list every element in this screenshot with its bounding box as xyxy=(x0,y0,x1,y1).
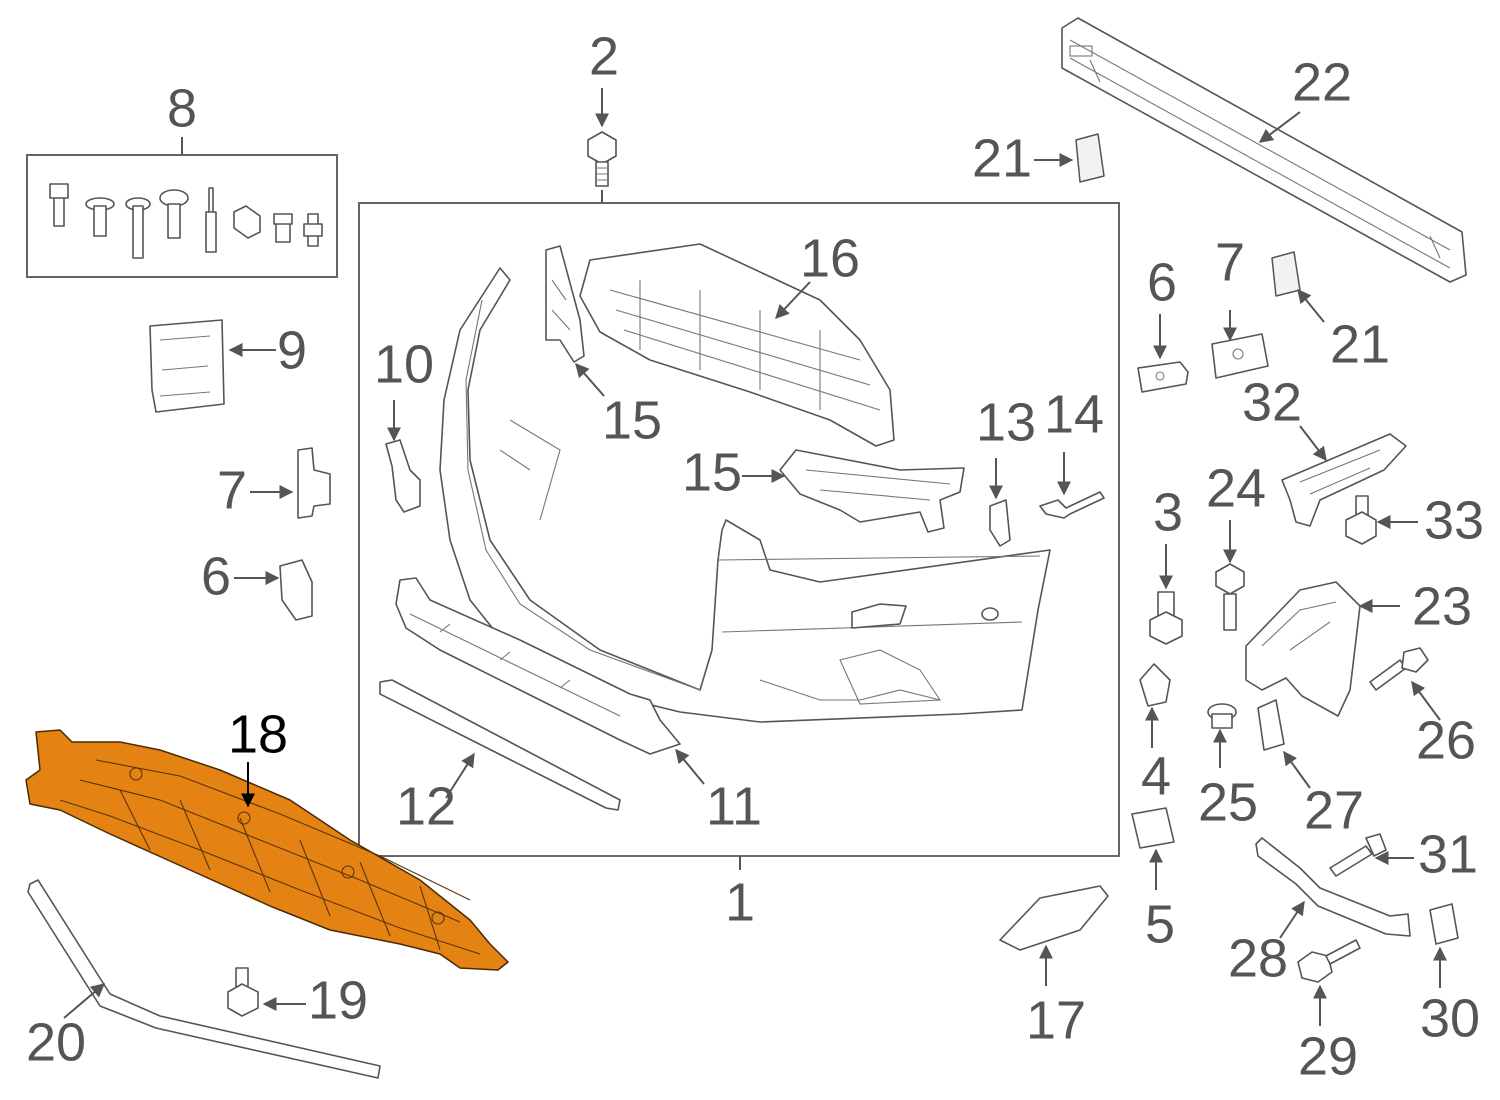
part-22-reinforcement-bar xyxy=(1061,17,1467,283)
part-4-clip xyxy=(1139,663,1171,707)
callout-16: 16 xyxy=(800,228,860,288)
part-2-bolt xyxy=(587,131,617,187)
part-28-strap xyxy=(1255,837,1411,937)
part-10-cover xyxy=(385,439,421,513)
callout-15-upper: 15 xyxy=(602,390,662,450)
part-18-splash-shield xyxy=(25,729,509,971)
part-15-bracket-upper xyxy=(545,245,585,363)
part-25-nut xyxy=(1207,703,1237,729)
callout-7-right: 7 xyxy=(1215,232,1245,292)
callout-23: 23 xyxy=(1412,576,1472,636)
part-9-bag xyxy=(149,319,225,413)
part-7-bracket-right xyxy=(1211,333,1269,379)
callout-2: 2 xyxy=(589,26,619,86)
part-23-mount-bracket xyxy=(1245,581,1361,717)
callout-20: 20 xyxy=(26,1012,86,1072)
part-17-cover xyxy=(999,885,1109,951)
callout-25: 25 xyxy=(1198,772,1258,832)
part-24-bolt xyxy=(1215,563,1245,631)
callout-6-left: 6 xyxy=(201,546,231,606)
callout-24: 24 xyxy=(1206,458,1266,518)
callout-26: 26 xyxy=(1416,710,1476,770)
callout-15-lower: 15 xyxy=(682,442,742,502)
callout-14: 14 xyxy=(1044,384,1104,444)
callout-27: 27 xyxy=(1304,780,1364,840)
part-7-bracket-left xyxy=(297,447,331,519)
callout-33: 33 xyxy=(1424,490,1484,550)
callout-3: 3 xyxy=(1153,482,1183,542)
callout-10: 10 xyxy=(374,334,434,394)
leader-lines xyxy=(63,88,1447,1026)
part-6-bracket-right xyxy=(1137,361,1189,393)
part-29-bolt xyxy=(1297,939,1361,983)
part-16-grille xyxy=(579,243,895,447)
callout-12: 12 xyxy=(396,776,456,836)
callout-32: 32 xyxy=(1242,372,1302,432)
callout-18: 18 xyxy=(228,704,288,764)
callout-29: 29 xyxy=(1298,1026,1358,1086)
part-20-trim-strip xyxy=(27,879,381,1079)
part-1-bumper-cover xyxy=(439,267,1051,723)
part-6-bracket-left xyxy=(279,559,313,621)
callouts: 1 2 3 4 5 6 6 7 7 8 9 10 11 12 13 14 15 … xyxy=(26,26,1484,1086)
part-33-bolt xyxy=(1345,495,1377,545)
callout-30: 30 xyxy=(1420,988,1480,1048)
callout-11: 11 xyxy=(706,776,762,836)
callout-21-right: 21 xyxy=(1330,314,1390,374)
part-13-clip xyxy=(989,499,1011,547)
part-14-pin xyxy=(1039,491,1105,519)
callout-19: 19 xyxy=(308,970,368,1030)
callout-6-right: 6 xyxy=(1147,252,1177,312)
part-5-clip xyxy=(1131,807,1175,849)
part-12-strip xyxy=(379,679,621,811)
callout-7-left: 7 xyxy=(217,460,247,520)
part-27-clip xyxy=(1257,699,1285,751)
callout-21-upper: 21 xyxy=(972,128,1032,188)
part-21-block-right xyxy=(1271,251,1301,297)
part-19-bolt xyxy=(227,967,259,1017)
callout-31: 31 xyxy=(1418,824,1478,884)
callout-28: 28 xyxy=(1228,928,1288,988)
callout-22: 22 xyxy=(1292,52,1352,112)
part-15-bracket-lower xyxy=(779,449,965,533)
callout-4: 4 xyxy=(1141,746,1171,806)
callout-13: 13 xyxy=(976,392,1036,452)
part-26-bolt xyxy=(1369,647,1429,691)
callout-1: 1 xyxy=(725,872,755,932)
callout-17: 17 xyxy=(1026,990,1086,1050)
part-32-bracket xyxy=(1281,433,1407,527)
part-8-hardware-kit xyxy=(49,183,323,259)
part-3-bolt xyxy=(1149,591,1183,645)
part-30-clip xyxy=(1429,903,1459,945)
part-11-absorber xyxy=(395,577,681,755)
callout-9: 9 xyxy=(277,320,307,380)
part-21-block-upper xyxy=(1075,133,1105,183)
callout-8: 8 xyxy=(167,78,197,138)
callout-5: 5 xyxy=(1145,894,1175,954)
part-31-rivet xyxy=(1329,833,1387,877)
